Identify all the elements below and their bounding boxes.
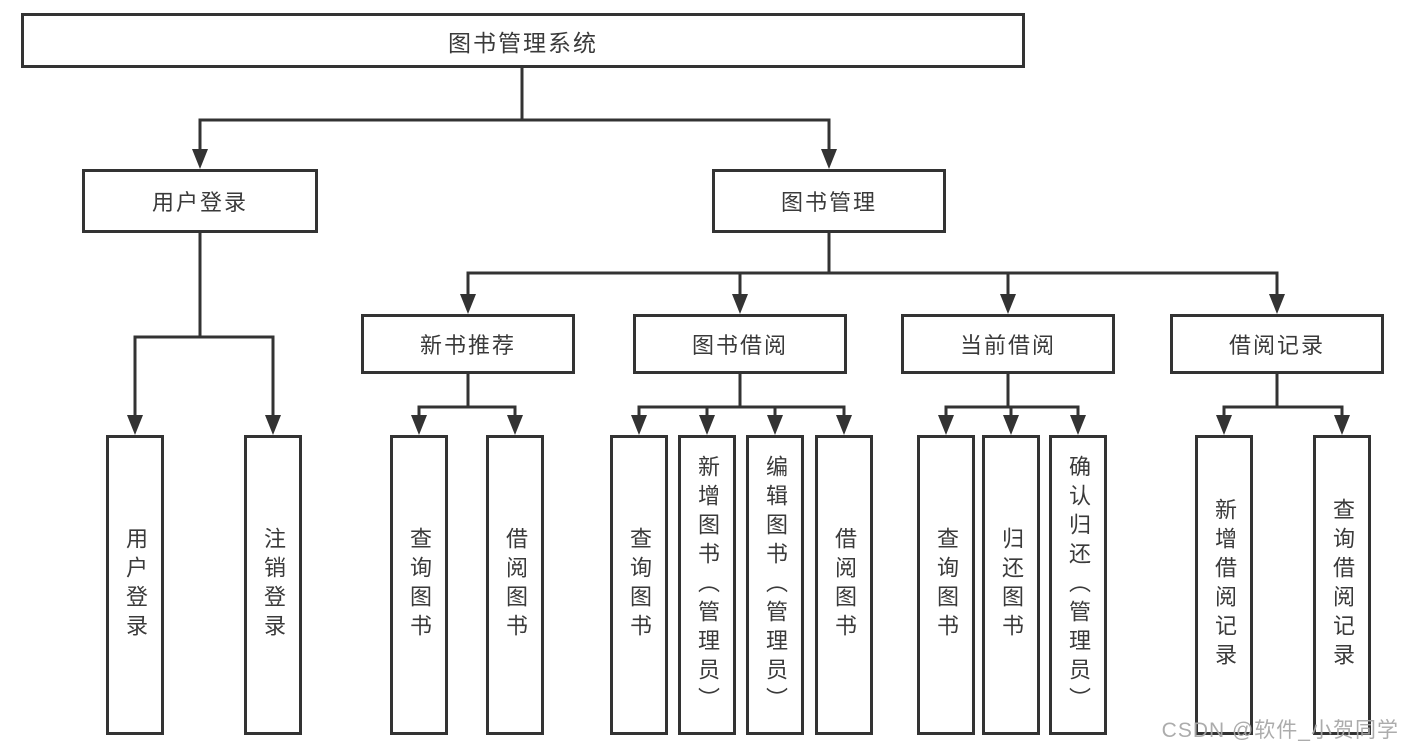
arrow-down-icon (836, 415, 852, 435)
arrow-down-icon (1070, 415, 1086, 435)
arrow-down-icon (631, 415, 647, 435)
arrow-down-icon (1003, 415, 1019, 435)
node-user-login-label: 用户登录 (151, 190, 248, 215)
node-book-borrow: 图书借阅 (633, 314, 847, 374)
csdn-watermark: CSDN @软件_小贺同学 (1161, 719, 1399, 742)
leaf-logout-label: 注销登录 (261, 527, 286, 643)
arrow-down-icon (767, 415, 783, 435)
arrow-down-icon (127, 415, 143, 435)
leaf-user-login: 用户登录 (106, 435, 164, 735)
connector-root (198, 68, 831, 152)
connector-borrow-records (1222, 374, 1344, 418)
arrow-down-icon (1269, 294, 1285, 314)
leaf-borrow-borrow-books-label: 借阅图书 (832, 527, 857, 643)
leaf-borrow-query-books-label: 查询图书 (627, 527, 652, 643)
leaf-logout: 注销登录 (244, 435, 302, 735)
arrow-down-icon (460, 294, 476, 314)
leaf-edit-book-admin: 编辑图书（管理员） (746, 435, 804, 735)
arrow-down-icon (265, 415, 281, 435)
leaf-add-book-admin: 新增图书（管理员） (678, 435, 736, 735)
leaf-return-books: 归还图书 (982, 435, 1040, 735)
leaf-recommend-borrow-books-label: 借阅图书 (503, 527, 528, 643)
leaf-edit-book-admin-label: 编辑图书（管理员） (763, 454, 788, 716)
node-book-management: 图书管理 (712, 169, 946, 233)
leaf-confirm-return-admin-label: 确认归还（管理员） (1066, 454, 1091, 716)
connector-user-login (133, 233, 275, 418)
leaf-query-borrow-record-label: 查询借阅记录 (1330, 498, 1355, 672)
arrow-down-icon (1216, 415, 1232, 435)
leaf-current-query-books: 查询图书 (917, 435, 975, 735)
leaf-borrow-borrow-books: 借阅图书 (815, 435, 873, 735)
node-user-login: 用户登录 (82, 169, 318, 233)
connector-book-management (466, 233, 1279, 297)
connector-current-borrow (944, 374, 1080, 418)
arrow-down-icon (1334, 415, 1350, 435)
leaf-current-query-books-label: 查询图书 (934, 527, 959, 643)
node-current-borrow-label: 当前借阅 (959, 333, 1056, 358)
leaf-recommend-borrow-books: 借阅图书 (486, 435, 544, 735)
leaf-add-book-admin-label: 新增图书（管理员） (695, 454, 720, 716)
arrow-down-icon (1000, 294, 1016, 314)
node-borrow-records: 借阅记录 (1170, 314, 1384, 374)
arrow-down-icon (699, 415, 715, 435)
leaf-return-books-label: 归还图书 (999, 527, 1024, 643)
node-current-borrow: 当前借阅 (901, 314, 1115, 374)
node-book-borrow-label: 图书借阅 (691, 333, 788, 358)
node-new-book-recommend-label: 新书推荐 (419, 333, 516, 358)
arrow-down-icon (938, 415, 954, 435)
node-new-book-recommend: 新书推荐 (361, 314, 575, 374)
connector-book-borrow (637, 374, 846, 418)
leaf-add-borrow-record-label: 新增借阅记录 (1212, 498, 1237, 672)
leaf-confirm-return-admin: 确认归还（管理员） (1049, 435, 1107, 735)
leaf-user-login-label: 用户登录 (123, 527, 148, 643)
node-book-management-label: 图书管理 (780, 190, 877, 215)
leaf-add-borrow-record: 新增借阅记录 (1195, 435, 1253, 735)
arrow-down-icon (507, 415, 523, 435)
arrow-down-icon (732, 294, 748, 314)
leaf-query-borrow-record: 查询借阅记录 (1313, 435, 1371, 735)
arrow-down-icon (192, 149, 208, 169)
node-borrow-records-label: 借阅记录 (1228, 333, 1325, 358)
connector-new-book-recommend (417, 374, 517, 418)
arrow-down-icon (411, 415, 427, 435)
node-root: 图书管理系统 (21, 13, 1025, 68)
leaf-recommend-query-books: 查询图书 (390, 435, 448, 735)
leaf-borrow-query-books: 查询图书 (610, 435, 668, 735)
arrow-down-icon (821, 149, 837, 169)
node-root-label: 图书管理系统 (448, 29, 598, 56)
leaf-recommend-query-books-label: 查询图书 (407, 527, 432, 643)
